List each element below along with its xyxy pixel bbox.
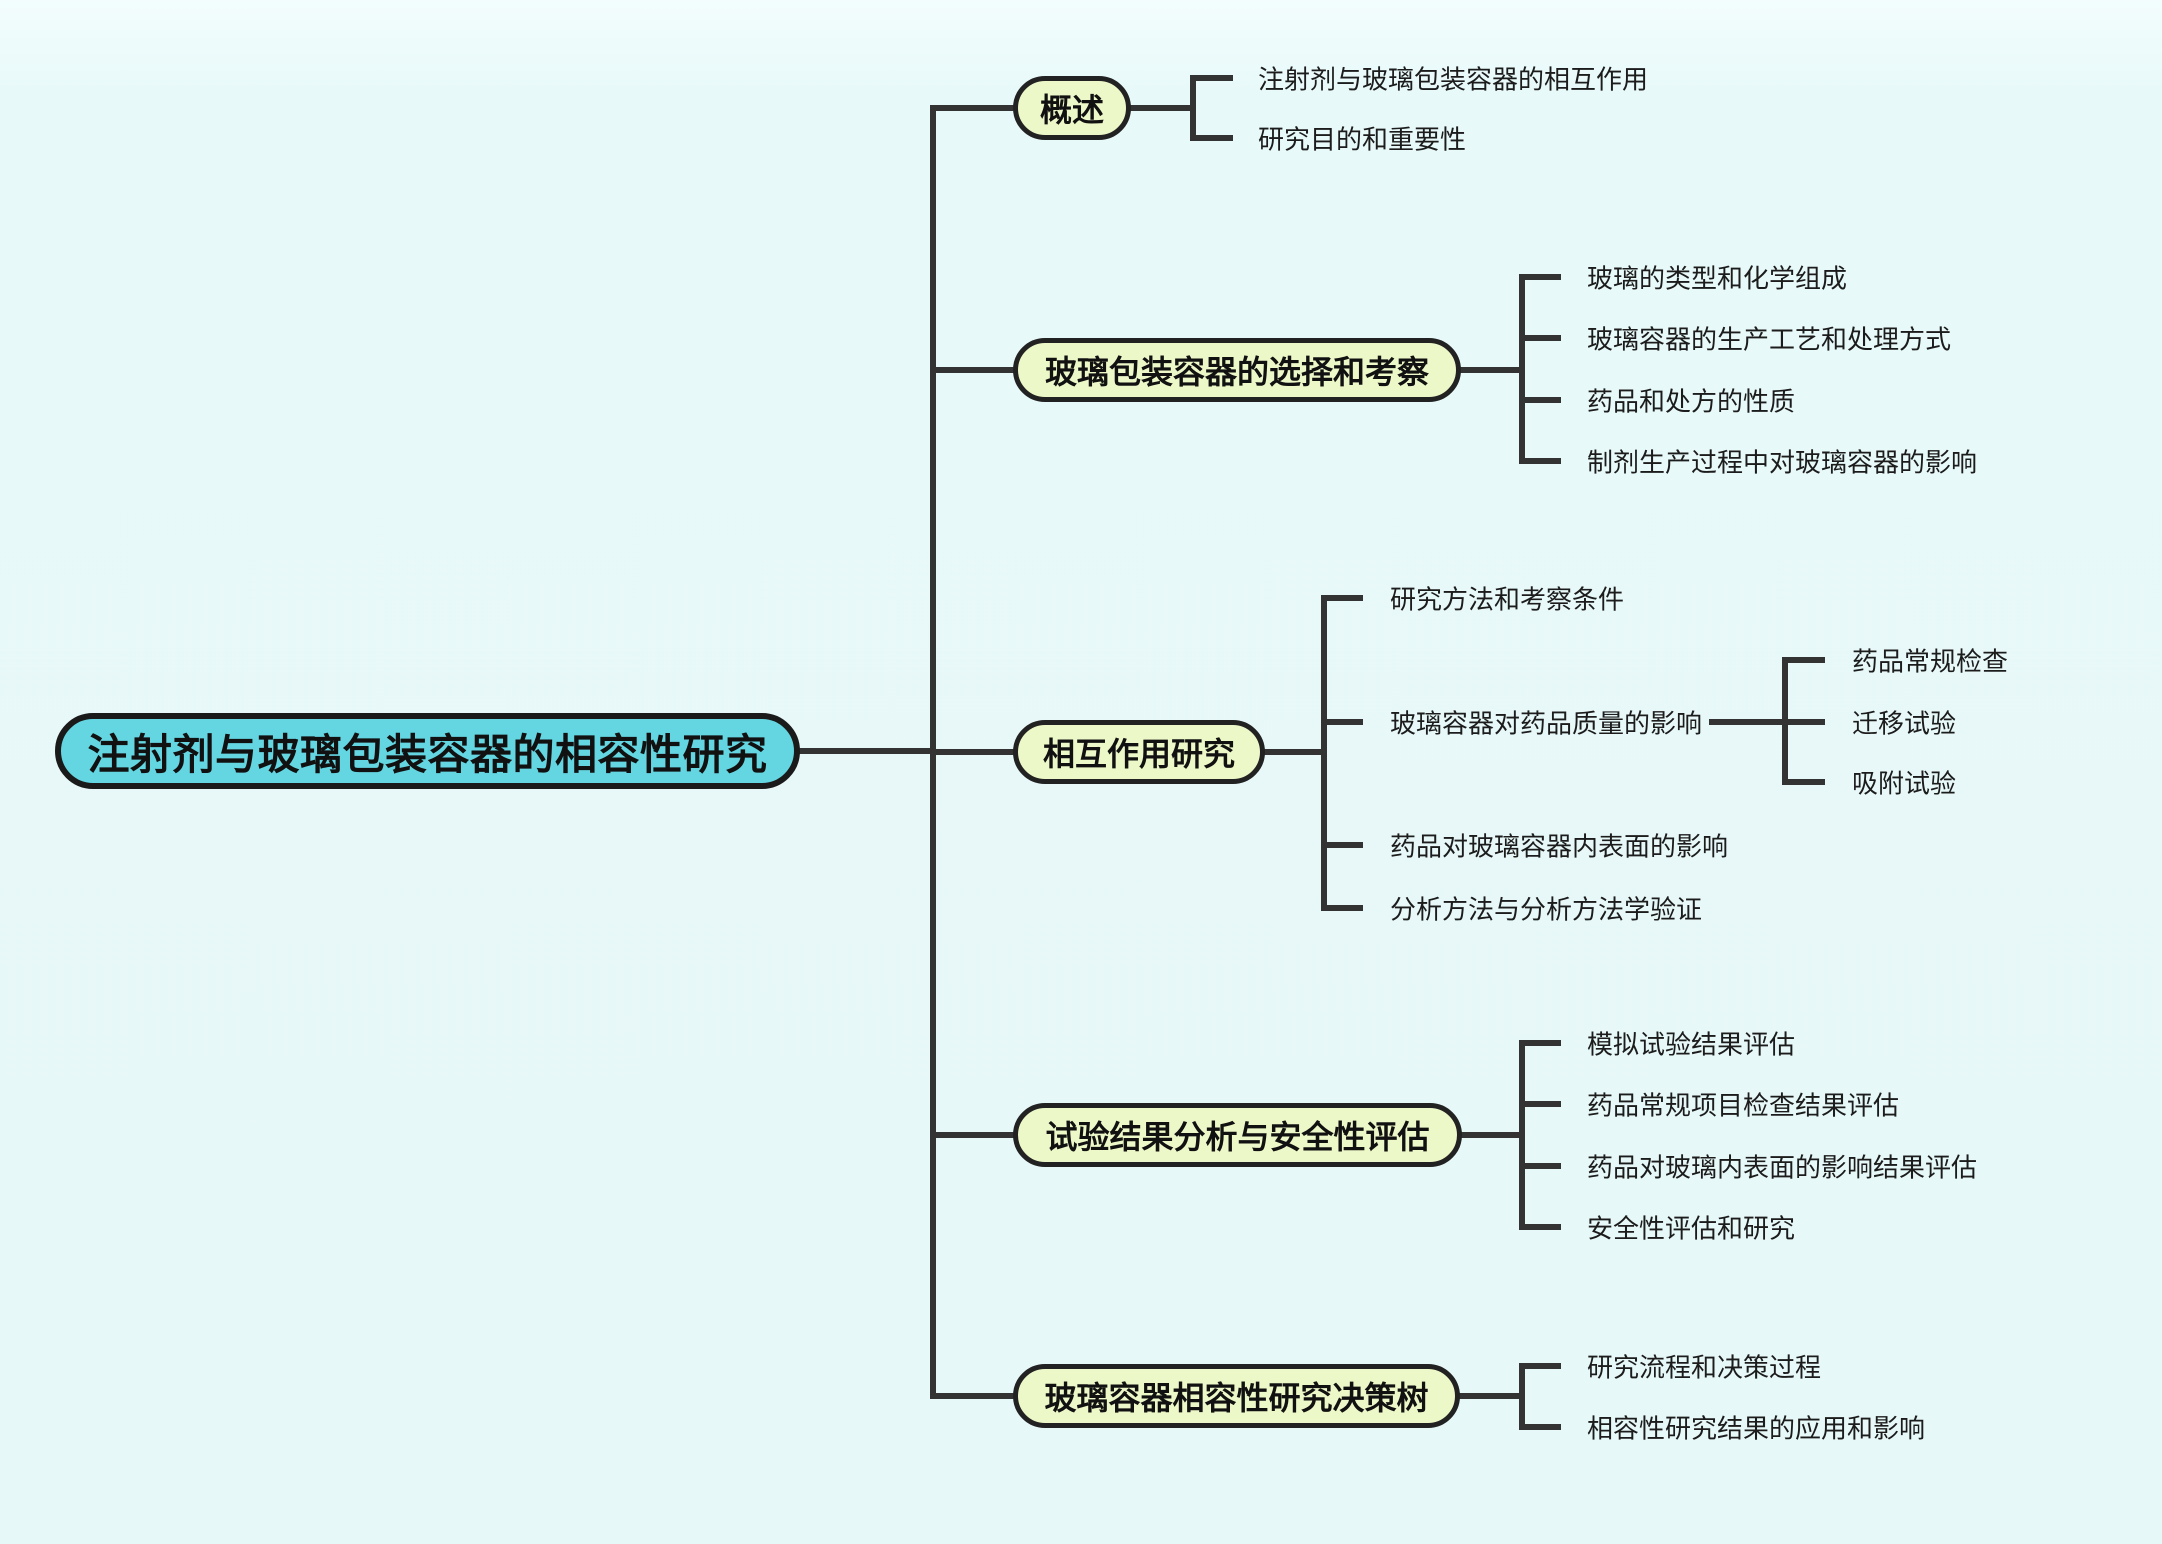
leaf-drug-formulation-properties[interactable]: 药品和处方的性质 [1587,386,1796,417]
subleaf-migration-test[interactable]: 迁移试验 [1852,708,1957,739]
leaf-safety-evaluation-research[interactable]: 安全性评估和研究 [1587,1213,1796,1244]
leaf-application-and-impact-of-results[interactable]: 相容性研究结果的应用和影响 [1587,1413,1926,1444]
leaf-study-methods-conditions[interactable]: 研究方法和考察条件 [1390,584,1625,615]
trunk-connector [797,105,936,1399]
leaf-production-process[interactable]: 玻璃容器的生产工艺和处理方式 [1587,324,1952,355]
leaf-research-flow-decision-process[interactable]: 研究流程和决策过程 [1587,1352,1822,1383]
leaf-drug-impact-on-inner-surface[interactable]: 药品对玻璃容器内表面的影响 [1390,831,1729,862]
branch-horizontal-connectors [930,105,1016,1399]
leaf-analytical-method-validation[interactable]: 分析方法与分析方法学验证 [1390,894,1703,925]
branch-node-decision-tree[interactable]: 玻璃容器相容性研究决策树 [1013,1364,1460,1428]
leaf-glass-impact-on-drug-quality[interactable]: 玻璃容器对药品质量的影响 [1390,708,1703,739]
leaf-purpose-and-importance[interactable]: 研究目的和重要性 [1258,124,1467,155]
leaf-glass-types-composition[interactable]: 玻璃的类型和化学组成 [1587,263,1848,294]
leaf-interaction-of-injection-and-glass[interactable]: 注射剂与玻璃包装容器的相互作用 [1258,64,1649,95]
branch-node-container-selection[interactable]: 玻璃包装容器的选择和考察 [1013,338,1461,402]
leaf-simulation-test-evaluation[interactable]: 模拟试验结果评估 [1587,1029,1796,1060]
branch-node-overview[interactable]: 概述 [1013,76,1131,140]
leaf-inner-surface-impact-evaluation[interactable]: 药品对玻璃内表面的影响结果评估 [1587,1152,1978,1183]
branch4-child-connectors [1459,1040,1561,1230]
subleaf-routine-drug-inspection[interactable]: 药品常规检查 [1852,646,2009,677]
branch-node-result-analysis[interactable]: 试验结果分析与安全性评估 [1013,1103,1462,1167]
branch2-child-connectors [1458,274,1561,464]
root-node[interactable]: 注射剂与玻璃包装容器的相容性研究 [55,713,800,789]
branch1-child-connectors [1129,75,1233,141]
leaf-routine-item-inspection-evaluation[interactable]: 药品常规项目检查结果评估 [1587,1090,1900,1121]
branch-node-interaction-study[interactable]: 相互作用研究 [1013,720,1265,784]
leaf-manufacturing-impact[interactable]: 制剂生产过程中对玻璃容器的影响 [1587,447,1978,478]
branch3-subchild-connectors [1709,657,1825,785]
branch5-child-connectors [1457,1363,1561,1430]
subleaf-adsorption-test[interactable]: 吸附试验 [1852,768,1957,799]
branch3-child-connectors [1262,595,1363,911]
